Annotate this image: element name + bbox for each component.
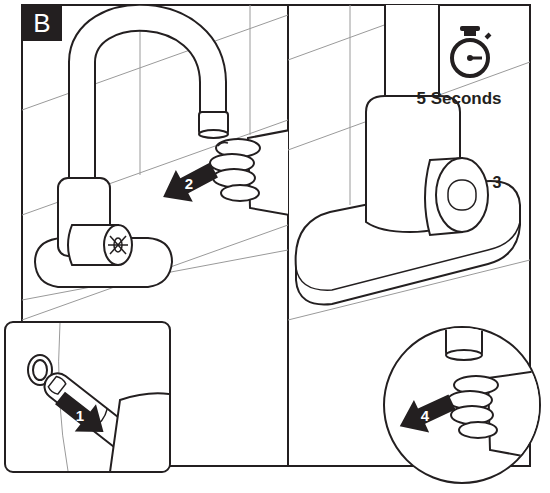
circle-inset (451, 406, 493, 424)
circle-inset (446, 350, 482, 360)
hand (210, 130, 288, 215)
sensor-icon (108, 244, 128, 246)
inset-panel (110, 393, 169, 471)
wall-tiles (22, 5, 288, 320)
timer-label: 5 Seconds (416, 90, 501, 107)
wall-tiles (350, 5, 351, 205)
step-letter: B (33, 10, 50, 36)
callout-number: 4 (421, 408, 429, 423)
faucet-left (104, 225, 132, 265)
timer-icon (452, 26, 490, 76)
hand (221, 185, 259, 201)
callout-number: 2 (185, 176, 193, 191)
circle-inset (459, 422, 497, 438)
timer-icon (452, 40, 488, 76)
inset-panel (33, 360, 47, 380)
timer-icon (467, 55, 473, 61)
callout-number: 3 (493, 175, 502, 191)
inset-panel (28, 323, 169, 471)
faucet-right (296, 5, 520, 305)
wall-tiles (288, 5, 530, 320)
arrow-1 (49, 384, 114, 445)
faucet-right (436, 158, 488, 232)
hand (218, 142, 228, 146)
callout-number: 1 (76, 408, 84, 423)
faucet-right (448, 180, 476, 210)
timer-icon (460, 26, 480, 31)
inset-panel (5, 322, 175, 475)
faucet-left (82, 18, 213, 192)
wall-tiles (250, 5, 251, 135)
arrow-2 (155, 154, 223, 213)
timer-icon (486, 34, 490, 38)
circle-inset (384, 315, 545, 483)
step-badge: B (22, 5, 62, 41)
arrow-4 (392, 386, 459, 443)
frame (287, 5, 289, 466)
faucet-left (35, 18, 228, 287)
circle-inset (446, 315, 545, 460)
faucet-left (199, 130, 228, 138)
faucet-left (82, 18, 213, 192)
hand (213, 169, 255, 187)
sensor-icon (108, 236, 128, 254)
finger (47, 375, 66, 395)
